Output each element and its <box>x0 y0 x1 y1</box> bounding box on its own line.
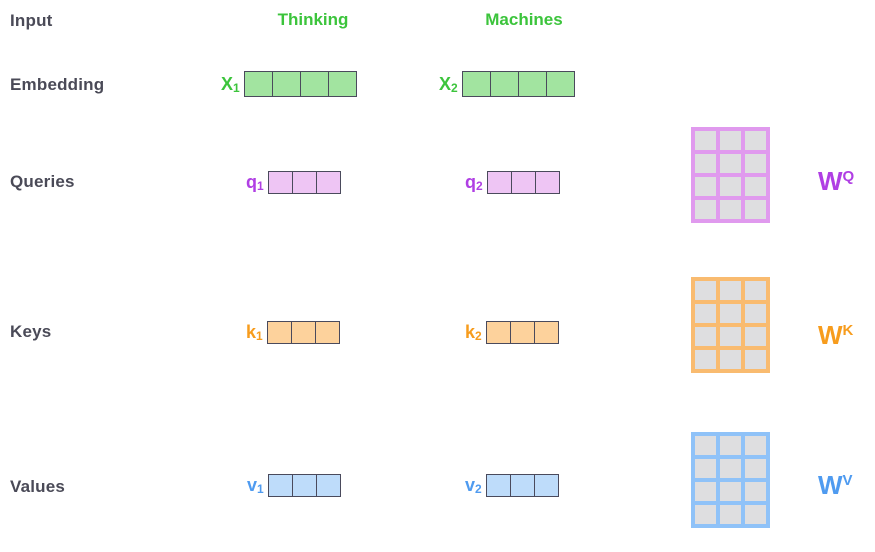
vector-v2 <box>485 474 559 497</box>
row-label-keys: Keys <box>10 322 52 341</box>
vector-label-q2: q2 <box>465 172 483 193</box>
vector-cell <box>511 172 536 193</box>
matrix-cell <box>745 505 766 524</box>
vector-cell <box>510 475 535 496</box>
vector-label-q1: q1 <box>246 172 264 193</box>
vector-k1 <box>266 321 340 344</box>
matrix-cell <box>745 154 766 173</box>
vector-cell <box>534 322 558 343</box>
vector-cell <box>534 475 558 496</box>
vector-cell <box>510 322 535 343</box>
vector-v1 <box>267 474 341 497</box>
matrix-cell <box>745 304 766 323</box>
weight-label-wq: WQ <box>818 166 855 196</box>
vector-q1 <box>267 171 341 194</box>
vector-label-v1: v1 <box>247 475 264 496</box>
matrix-cell <box>695 154 716 173</box>
matrix-cell <box>720 327 741 346</box>
vector-cell <box>244 72 273 96</box>
matrix-cell <box>720 304 741 323</box>
weight-label-wk: WK <box>818 320 854 350</box>
vector-q2 <box>486 171 560 194</box>
vector-cell <box>268 475 293 496</box>
matrix-cell <box>745 350 766 369</box>
token-thinking: Thinking <box>277 10 349 29</box>
matrix-cell <box>745 177 766 196</box>
matrix-cell <box>695 177 716 196</box>
matrix-cell <box>745 459 766 478</box>
vector-cell <box>487 172 512 193</box>
matrix-cell <box>720 154 741 173</box>
vector-cell <box>462 72 491 96</box>
matrix-cell <box>745 482 766 501</box>
vector-cell <box>486 322 511 343</box>
matrix-cell <box>720 131 741 150</box>
vector-k2 <box>485 321 559 344</box>
matrix-cell <box>695 459 716 478</box>
vector-label-k1: k1 <box>246 322 263 343</box>
weight-matrix-wk <box>691 277 770 373</box>
matrix-cell <box>720 459 741 478</box>
matrix-cell <box>695 200 716 219</box>
vector-cell <box>292 475 317 496</box>
matrix-cell <box>695 327 716 346</box>
vector-cell <box>268 172 293 193</box>
matrix-cell <box>720 350 741 369</box>
embedding-vector-x2: X2 <box>439 71 575 97</box>
matrix-cell <box>745 281 766 300</box>
key-vector-k2: k2 <box>465 321 559 344</box>
matrix-cell <box>720 177 741 196</box>
value-vector-v1: v1 <box>247 474 341 497</box>
vector-cell <box>535 172 559 193</box>
vector-label-x2: X2 <box>439 73 458 95</box>
embedding-vector-x1: X1 <box>221 71 357 97</box>
matrix-cell <box>695 505 716 524</box>
vector-cell <box>490 72 519 96</box>
row-label-values: Values <box>10 477 66 496</box>
vector-cell <box>267 322 292 343</box>
vector-cell <box>300 72 329 96</box>
vector-cell <box>518 72 547 96</box>
matrix-cell <box>695 281 716 300</box>
row-label-embedding: Embedding <box>10 75 105 94</box>
weight-matrix-wv <box>691 432 770 528</box>
vector-x2 <box>461 71 575 97</box>
vector-label-x1: X1 <box>221 73 240 95</box>
vector-cell <box>486 475 511 496</box>
vector-cell <box>272 72 301 96</box>
value-vector-v2: v2 <box>465 474 559 497</box>
vector-cell <box>328 72 356 96</box>
token-machines: Machines <box>485 10 563 29</box>
matrix-cell <box>720 436 741 455</box>
matrix-cell <box>720 505 741 524</box>
vector-cell <box>315 322 339 343</box>
vector-cell <box>546 72 574 96</box>
key-vector-k1: k1 <box>246 321 340 344</box>
vector-label-k2: k2 <box>465 322 482 343</box>
weight-matrix-wq <box>691 127 770 223</box>
matrix-cell <box>695 131 716 150</box>
matrix-cell <box>695 304 716 323</box>
weight-label-wv: WV <box>818 470 853 500</box>
matrix-cell <box>745 200 766 219</box>
vector-label-v2: v2 <box>465 475 482 496</box>
vector-x1 <box>243 71 357 97</box>
matrix-cell <box>695 350 716 369</box>
vector-cell <box>316 172 340 193</box>
row-label-input: Input <box>10 11 53 30</box>
row-label-queries: Queries <box>10 172 75 191</box>
matrix-cell <box>720 200 741 219</box>
vector-cell <box>291 322 316 343</box>
query-vector-q1: q1 <box>246 171 341 194</box>
matrix-cell <box>745 131 766 150</box>
matrix-cell <box>695 436 716 455</box>
vector-cell <box>316 475 340 496</box>
matrix-cell <box>745 327 766 346</box>
vector-cell <box>292 172 317 193</box>
matrix-cell <box>695 482 716 501</box>
matrix-cell <box>720 281 741 300</box>
matrix-cell <box>720 482 741 501</box>
matrix-cell <box>745 436 766 455</box>
query-vector-q2: q2 <box>465 171 560 194</box>
